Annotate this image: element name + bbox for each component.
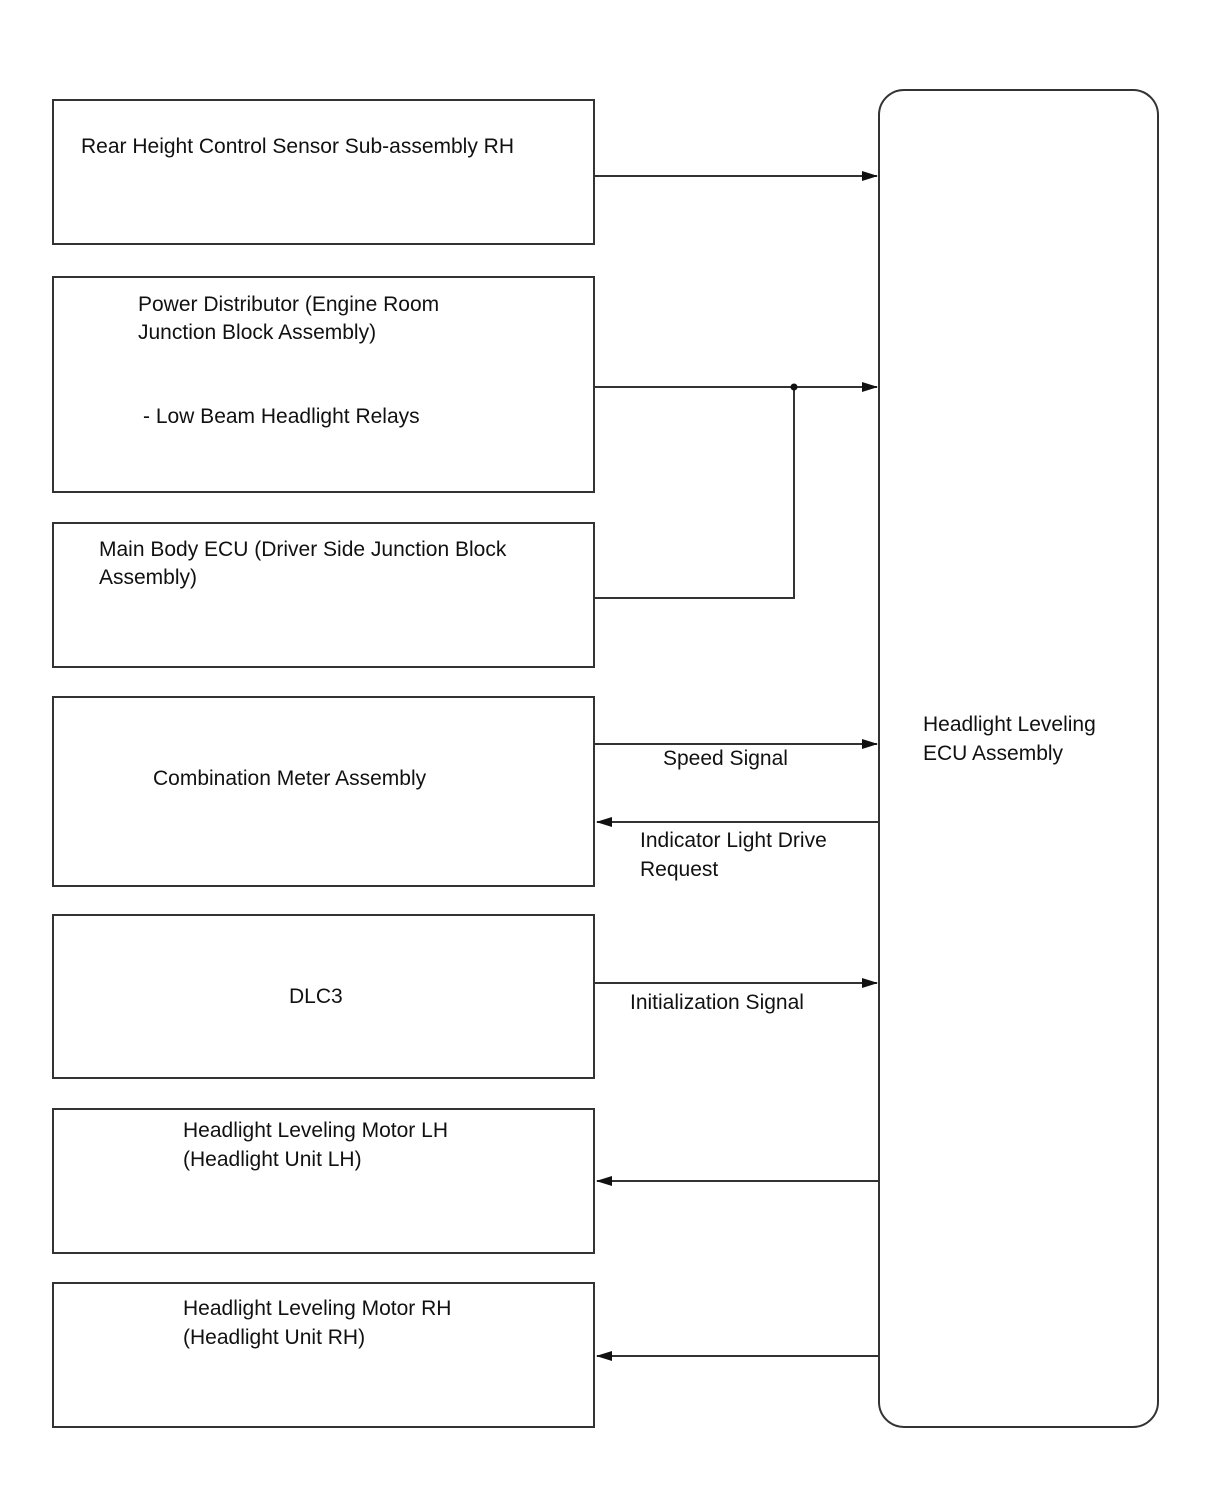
indicator-request-label-line2: Request: [640, 858, 719, 881]
power-distributor-block: [52, 276, 595, 493]
speed-signal-label: Speed Signal: [663, 747, 788, 770]
power-distributor-label-line1: Power Distributor (Engine Room: [138, 293, 440, 316]
main-body-ecu-label-line2: Assembly): [99, 566, 198, 589]
rear-height-sensor-block: [52, 99, 595, 245]
main-body-ecu-label-line1: Main Body ECU (Driver Side Junction Bloc…: [99, 538, 507, 561]
dlc3-block: [52, 914, 595, 1079]
low-beam-relays-label: - Low Beam Headlight Relays: [143, 405, 420, 428]
main-body-ecu-block: [52, 522, 595, 668]
dlc3-label: DLC3: [289, 985, 343, 1008]
combination-meter-label: Combination Meter Assembly: [153, 767, 427, 790]
indicator-request-label-line1: Indicator Light Drive: [640, 829, 827, 852]
motor-rh-block: [52, 1282, 595, 1428]
ecu-label-line2: ECU Assembly: [923, 742, 1064, 765]
motor-rh-label-line1: Headlight Leveling Motor RH: [183, 1297, 452, 1320]
initialization-signal-label: Initialization Signal: [630, 991, 804, 1014]
motor-lh-block: [52, 1108, 595, 1254]
motor-rh-label-line2: (Headlight Unit RH): [183, 1326, 366, 1349]
motor-lh-label-line1: Headlight Leveling Motor LH: [183, 1119, 448, 1142]
headlight-leveling-ecu-block: [878, 89, 1159, 1428]
power-distributor-label-line2: Junction Block Assembly): [138, 321, 377, 344]
main-body-ecu-junction-wire: [595, 387, 795, 599]
motor-lh-label-line2: (Headlight Unit LH): [183, 1148, 362, 1171]
rear-sensor-label: Rear Height Control Sensor Sub-assembly …: [81, 135, 515, 158]
combination-meter-block: [52, 696, 595, 887]
ecu-label-line1: Headlight Leveling: [923, 713, 1096, 736]
junction-dot: [790, 383, 798, 391]
